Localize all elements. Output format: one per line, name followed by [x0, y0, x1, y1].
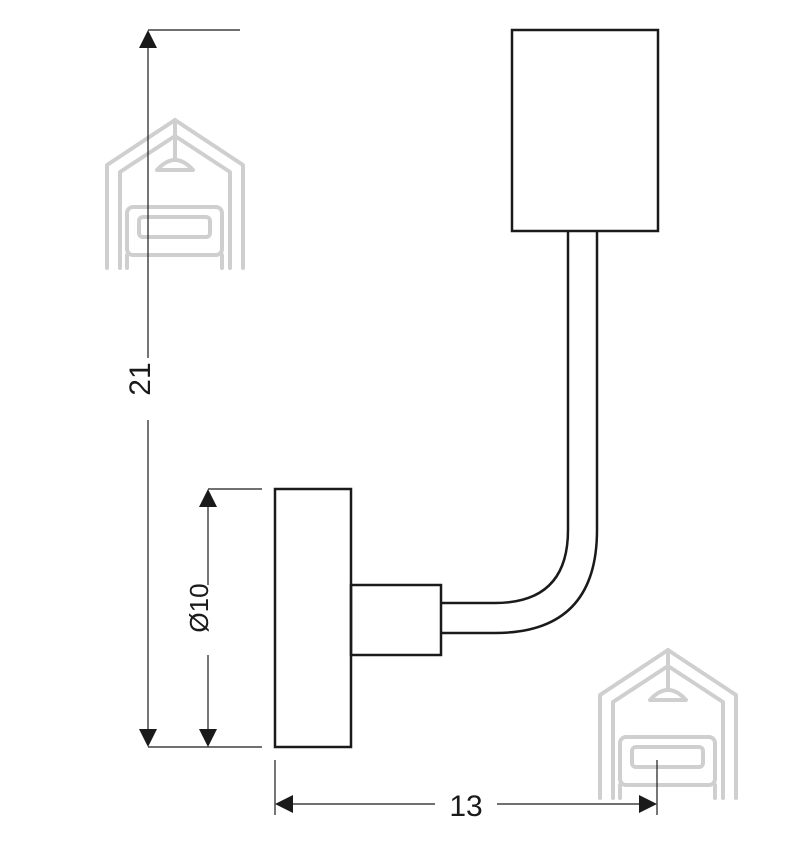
diameter-dimension	[207, 488, 262, 729]
house-lamp-watermark-icon	[598, 648, 738, 800]
house-lamp-watermark-icon	[105, 118, 245, 270]
lamp-arm	[441, 231, 570, 605]
arrow-head-icon	[139, 30, 157, 48]
height-label: 21	[124, 362, 157, 395]
lamp-arm-inner	[441, 231, 599, 635]
width-label: 13	[449, 790, 482, 823]
arrow-head-icon	[275, 795, 293, 813]
arrow-head-icon	[199, 729, 217, 747]
lamp-shade	[510, 28, 660, 233]
arrow-head-icon	[139, 729, 157, 747]
diameter-label: Ø10	[184, 583, 214, 632]
arrow-head-icon	[199, 489, 217, 507]
height-dimension	[147, 29, 262, 748]
arrow-head-icon	[639, 795, 657, 813]
arm-connector	[349, 583, 443, 657]
width-dimension	[274, 760, 658, 815]
wall-plate	[273, 487, 353, 749]
